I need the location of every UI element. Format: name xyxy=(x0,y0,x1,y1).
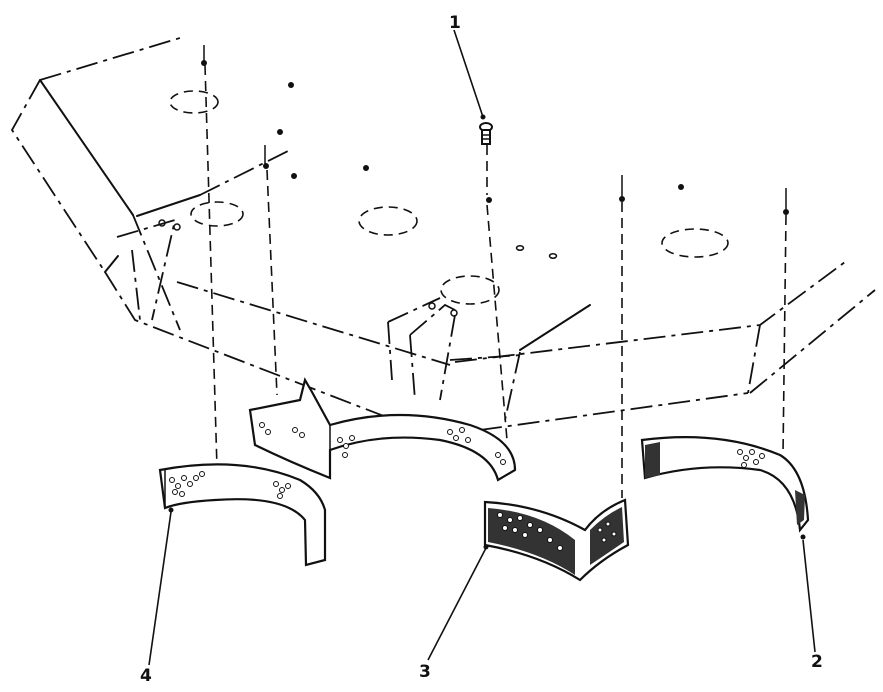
pellet-texture xyxy=(169,471,291,499)
liner-segment-upper-center xyxy=(248,377,517,482)
housing-phantom-outline xyxy=(10,37,876,431)
callout-3: 3 xyxy=(419,662,431,682)
callout-2: 2 xyxy=(811,652,823,672)
pellet-texture xyxy=(497,512,617,551)
pellet-texture xyxy=(737,449,765,468)
callout-4: 4 xyxy=(140,666,152,686)
liner-segment-2 xyxy=(640,436,810,533)
assembly-axis-lines xyxy=(201,45,789,498)
liner-segment-4 xyxy=(158,463,327,567)
pellet-texture xyxy=(259,422,506,465)
screw-part xyxy=(479,122,493,145)
liner-segment-3 xyxy=(483,498,630,582)
callout-1: 1 xyxy=(449,13,461,33)
callout-labels: 1 2 3 4 xyxy=(140,13,823,686)
callout-leaders xyxy=(148,29,816,666)
